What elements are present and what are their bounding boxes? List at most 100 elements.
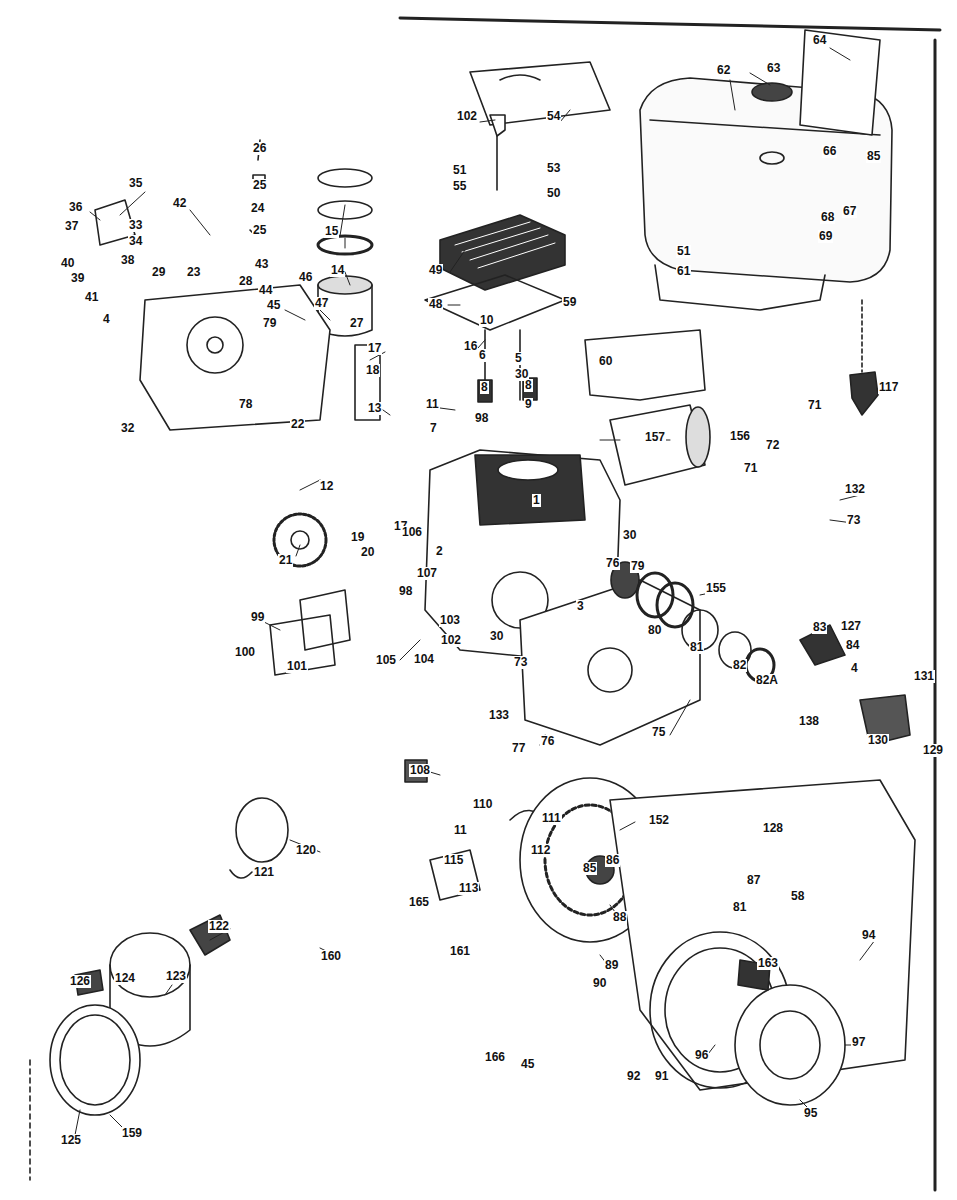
callout-number: 49 — [428, 264, 443, 277]
callout-number: 87 — [746, 874, 761, 887]
callout-number: 69 — [818, 230, 833, 243]
callout-number: 4 — [850, 662, 859, 675]
callout-number: 47 — [314, 297, 329, 310]
callout-number: 32 — [120, 422, 135, 435]
callout-number: 11 — [453, 824, 468, 837]
callout-number: 88 — [612, 911, 627, 924]
callout-number: 81 — [689, 641, 704, 654]
callout-number: 92 — [626, 1070, 641, 1083]
callout-number: 166 — [484, 1051, 506, 1064]
callout-number: 157 — [644, 431, 666, 444]
callout-number: 76 — [540, 735, 555, 748]
callout-number: 80 — [647, 624, 662, 637]
callout-number: 71 — [807, 399, 822, 412]
callout-number: 96 — [694, 1049, 709, 1062]
callout-number: 2 — [435, 545, 444, 558]
callout-number: 13 — [367, 402, 382, 415]
callout-number: 123 — [165, 970, 187, 983]
callout-number: 82 — [732, 659, 747, 672]
callout-number: 30 — [489, 630, 504, 643]
callout-number: 99 — [250, 611, 265, 624]
callout-number: 60 — [598, 355, 613, 368]
callout-number: 91 — [654, 1070, 669, 1083]
callout-number: 126 — [69, 975, 91, 988]
callout-number: 3 — [576, 600, 585, 613]
callout-number: 130 — [867, 734, 889, 747]
callout-number: 155 — [705, 582, 727, 595]
callout-number: 107 — [416, 567, 438, 580]
callout-number: 77 — [511, 742, 526, 755]
callout-number: 72 — [765, 439, 780, 452]
callout-number: 64 — [812, 34, 827, 47]
callout-number: 8 — [480, 381, 489, 394]
callout-number: 16 — [463, 340, 478, 353]
callout-number: 51 — [676, 245, 691, 258]
callout-number: 102 — [440, 634, 462, 647]
callout-number: 131 — [913, 670, 935, 683]
callout-number: 9 — [524, 398, 533, 411]
callout-number: 67 — [842, 205, 857, 218]
callout-number: 76 — [605, 557, 620, 570]
callout-number: 101 — [286, 660, 308, 673]
callout-number: 85 — [582, 862, 597, 875]
callout-number: 120 — [295, 844, 317, 857]
callout-number: 48 — [428, 298, 443, 311]
callout-number: 18 — [365, 364, 380, 377]
callout-number: 26 — [252, 142, 267, 155]
callout-number: 79 — [262, 317, 277, 330]
callout-number: 61 — [676, 265, 691, 278]
callout-number: 34 — [128, 235, 143, 248]
callout-number: 50 — [546, 187, 561, 200]
callout-number: 39 — [70, 272, 85, 285]
callout-number: 121 — [253, 866, 275, 879]
callout-number: 108 — [409, 764, 431, 777]
callout-number: 71 — [743, 462, 758, 475]
callout-number: 163 — [757, 957, 779, 970]
callout-number: 27 — [349, 317, 364, 330]
callout-number: 106 — [401, 526, 423, 539]
callout-number: 36 — [68, 201, 83, 214]
callout-number: 117 — [878, 381, 899, 394]
callout-number: 58 — [790, 890, 805, 903]
callout-number: 7 — [429, 422, 438, 435]
callout-number: 29 — [151, 266, 166, 279]
callout-number: 156 — [729, 430, 751, 443]
callout-number: 81 — [732, 901, 747, 914]
callout-number: 132 — [844, 483, 866, 496]
callout-number: 95 — [803, 1107, 818, 1120]
callout-number: 25 — [252, 179, 267, 192]
callout-number: 44 — [258, 284, 273, 297]
callout-number: 127 — [840, 620, 862, 633]
callout-number: 138 — [798, 715, 820, 728]
callout-number: 12 — [319, 480, 334, 493]
callout-number: 86 — [605, 854, 620, 867]
callout-number: 8 — [524, 379, 533, 392]
callout-number: 104 — [413, 653, 435, 666]
callout-number: 97 — [851, 1036, 866, 1049]
callout-number: 11 — [425, 398, 440, 411]
callout-number: 84 — [845, 639, 860, 652]
callout-number: 37 — [64, 220, 79, 233]
callout-number: 33 — [128, 219, 143, 232]
callout-number: 115 — [443, 854, 464, 867]
callout-number: 38 — [120, 254, 135, 267]
callout-number: 22 — [290, 418, 305, 431]
callout-number: 25 — [252, 224, 267, 237]
callout-number: 14 — [330, 264, 345, 277]
callout-number: 62 — [716, 64, 731, 77]
callout-number: 41 — [84, 291, 99, 304]
callout-number: 73 — [846, 514, 861, 527]
callout-number: 63 — [766, 62, 781, 75]
callout-number: 124 — [114, 972, 136, 985]
callout-number: 45 — [520, 1058, 535, 1071]
callout-number: 85 — [866, 150, 881, 163]
callout-number: 125 — [60, 1134, 82, 1147]
callout-number: 122 — [208, 920, 230, 933]
callout-number: 51 — [452, 164, 467, 177]
callout-number: 79 — [630, 560, 645, 573]
callout-number: 23 — [186, 266, 201, 279]
callout-number: 89 — [604, 959, 619, 972]
callout-number: 103 — [439, 614, 461, 627]
callout-number: 110 — [472, 798, 493, 811]
